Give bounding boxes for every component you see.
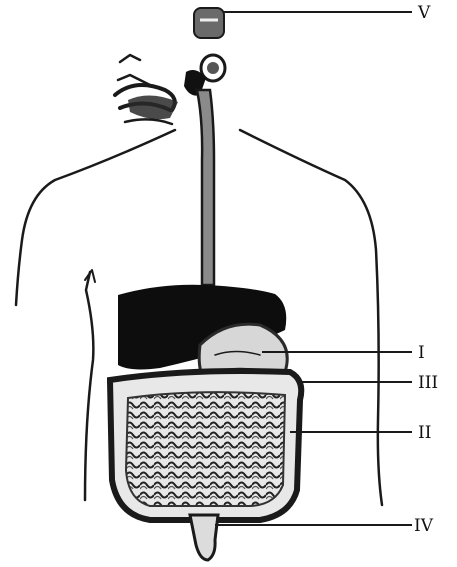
label-rectum: IV [414, 516, 434, 536]
label-colon: III [418, 373, 438, 393]
left-body-outline [16, 130, 175, 305]
esophagus [197, 90, 214, 285]
small-intestine [126, 392, 285, 506]
left-arm-outline [85, 272, 93, 500]
pituitary-gland [194, 8, 224, 38]
label-small-intestine: II [418, 423, 431, 443]
rectum [190, 515, 218, 560]
label-top: V [417, 3, 431, 23]
label-liver: I [418, 343, 425, 363]
